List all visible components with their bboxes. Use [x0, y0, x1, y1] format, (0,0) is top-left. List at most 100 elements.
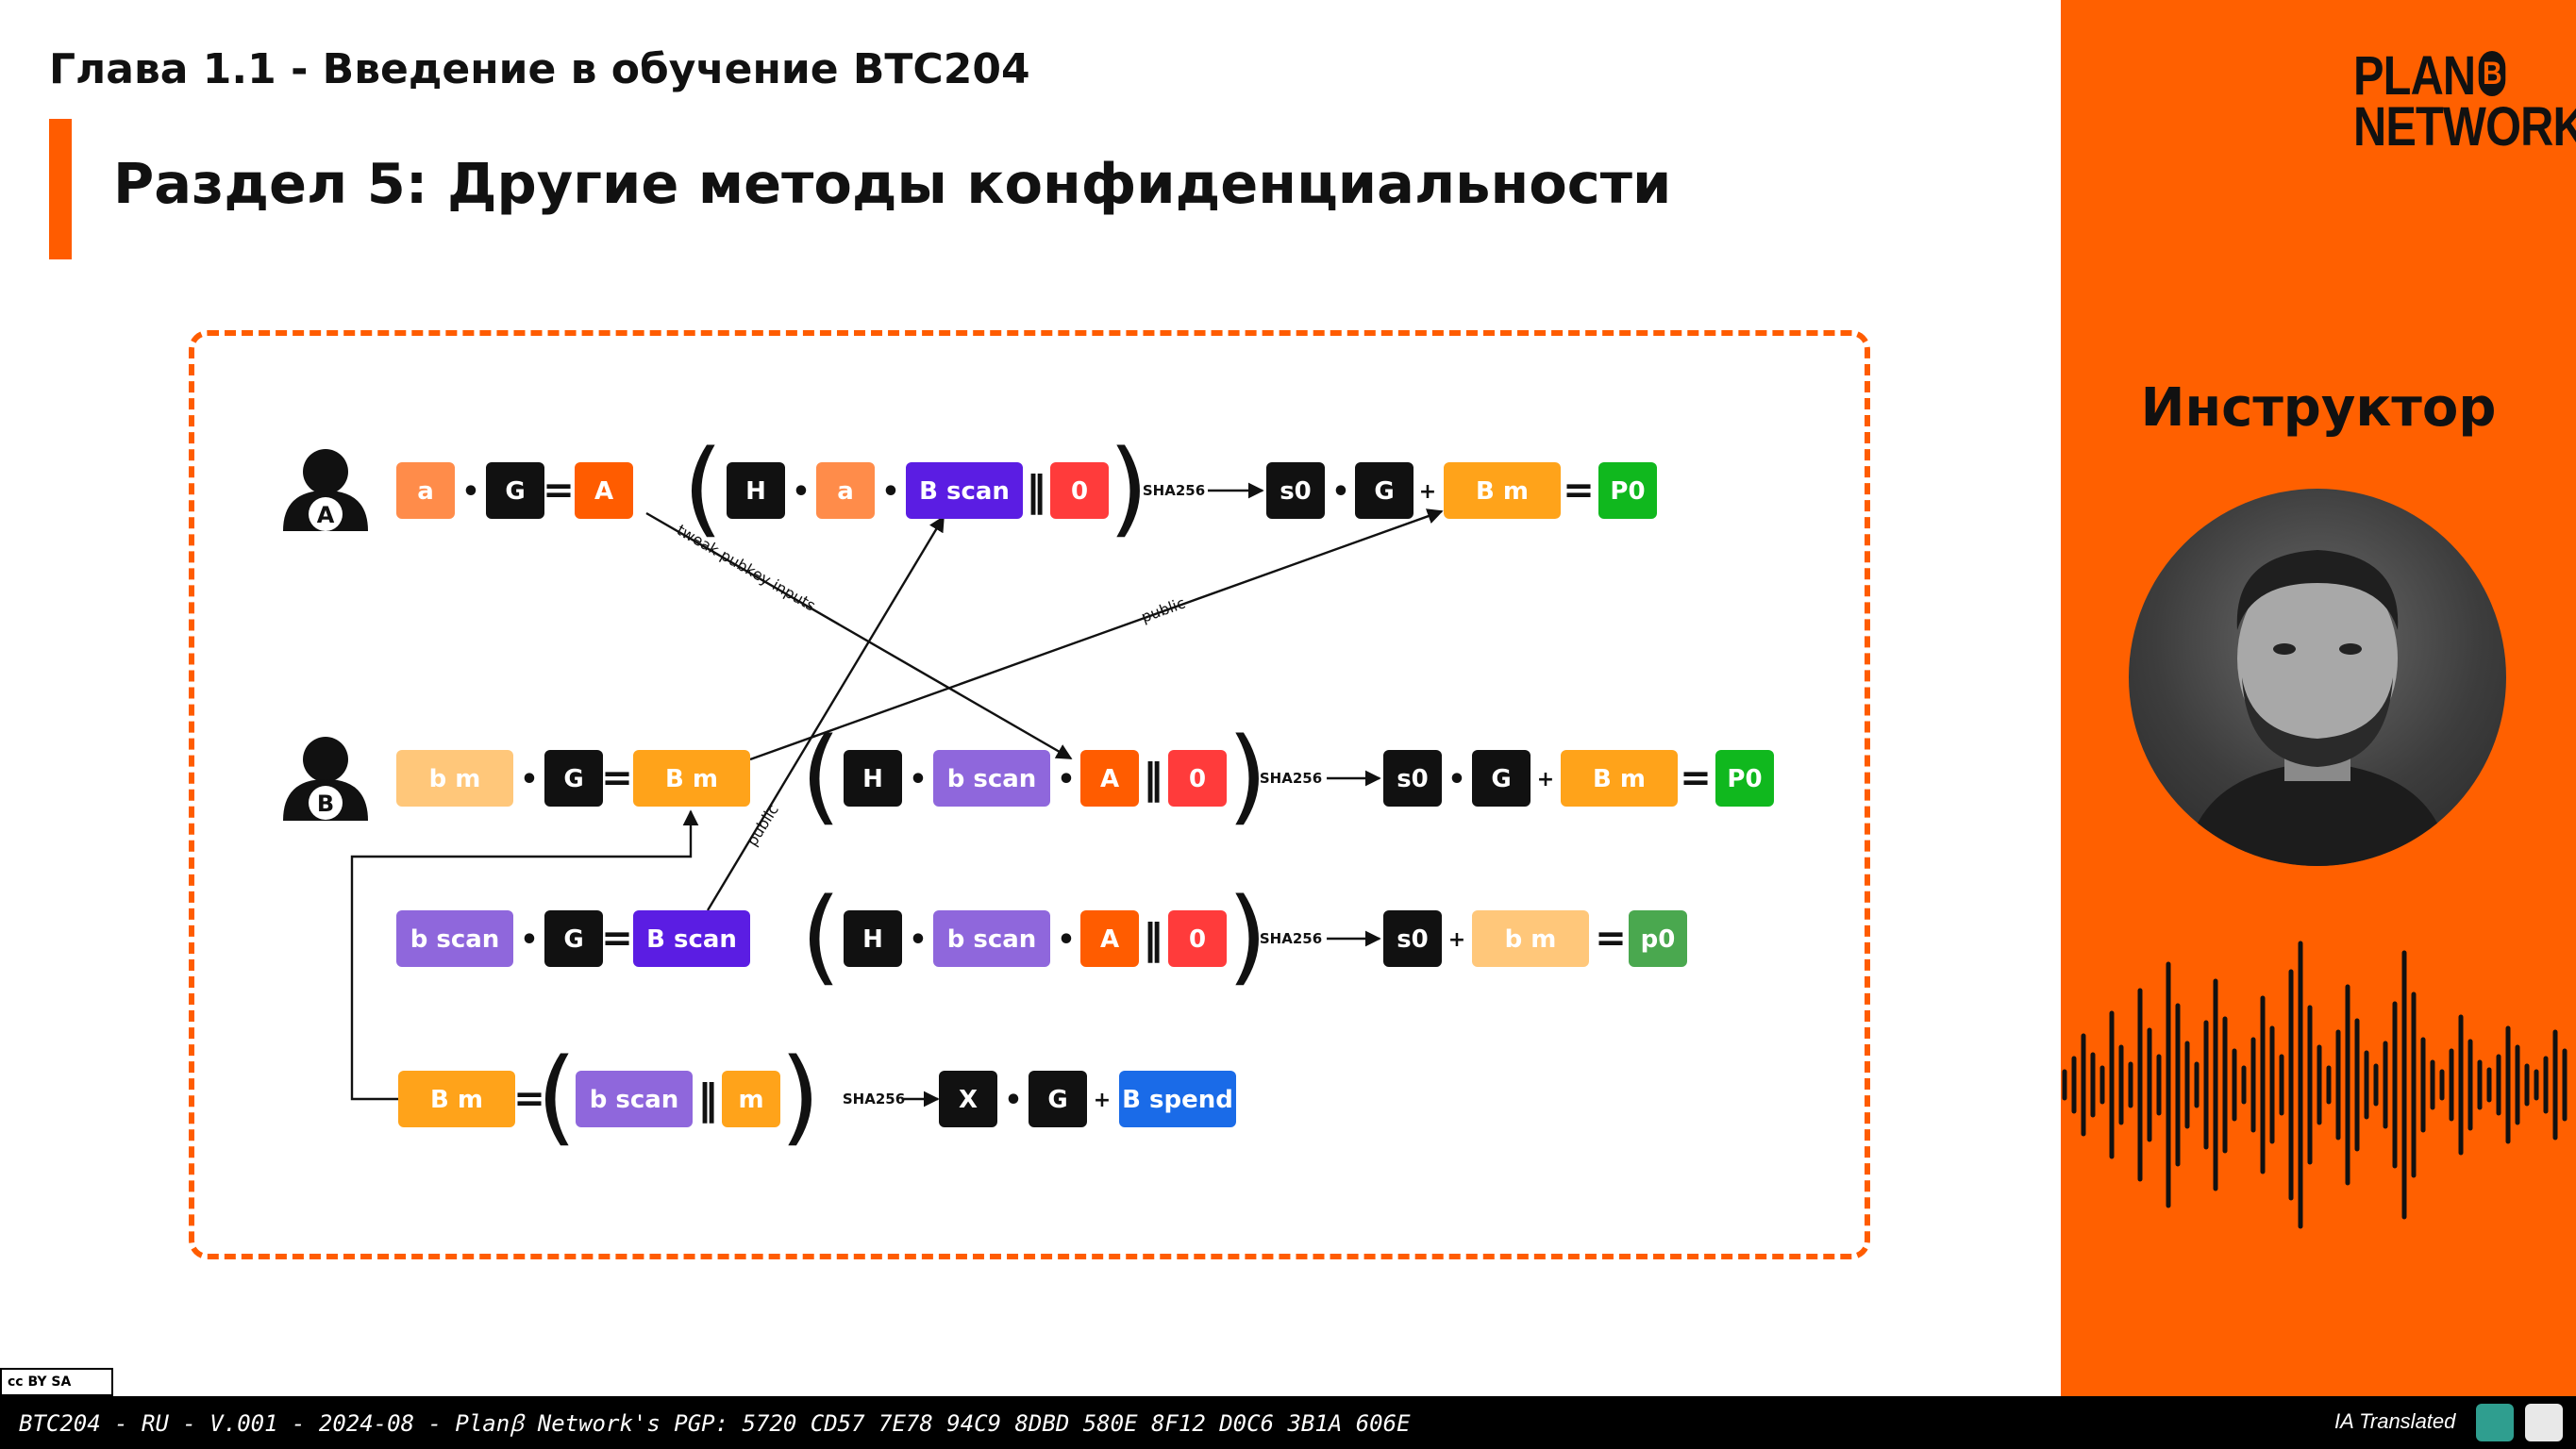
box-G-r3: G: [544, 910, 603, 967]
box-a: a: [396, 462, 455, 519]
svg-text:G: G: [505, 477, 525, 506]
eq-r2-2: =: [1680, 757, 1712, 800]
public-label-1: public: [1139, 593, 1188, 625]
partner-logo-icon: [2525, 1404, 2563, 1441]
svg-text:G: G: [563, 925, 583, 954]
svg-text:X: X: [959, 1086, 978, 1114]
svg-text:A: A: [1100, 925, 1119, 954]
plus-r4: +: [1094, 1089, 1111, 1112]
svg-text:0: 0: [1189, 765, 1206, 793]
svg-text:b scan: b scan: [947, 925, 1037, 954]
box-G2-r2: G: [1472, 750, 1531, 807]
svg-text:m: m: [738, 1086, 763, 1114]
dot-r1-1: •: [461, 475, 479, 508]
eq-r2-1: =: [601, 757, 633, 800]
public-label-2: public: [743, 801, 782, 849]
svg-text:B m: B m: [1593, 765, 1646, 793]
lparen-r3: (: [801, 875, 842, 996]
person-a-icon: A: [283, 449, 368, 531]
svg-text:H: H: [862, 925, 883, 954]
dot-r3-3: •: [1057, 924, 1075, 957]
rparen-r4: ): [780, 1036, 821, 1157]
svg-text:s0: s0: [1397, 925, 1429, 954]
svg-text:B m: B m: [1476, 477, 1529, 506]
bitcoin-b-icon: B: [2478, 51, 2506, 96]
svg-text:b scan: b scan: [590, 1086, 679, 1114]
box-Bspend-r4: B spend: [1119, 1071, 1236, 1127]
dot-r2-4: •: [1447, 763, 1465, 796]
eq-r3-1: =: [601, 917, 633, 960]
box-bscan-r3: b scan: [396, 910, 513, 967]
ai-translator-icon: [2476, 1404, 2514, 1441]
section-title: Раздел 5: Другие методы конфиденциальнос…: [113, 151, 1672, 216]
box-bm-r2: b m: [396, 750, 513, 807]
eq-r1-1: =: [543, 469, 575, 512]
svg-text:p0: p0: [1641, 925, 1676, 954]
eq-r4-1: =: [513, 1077, 545, 1121]
cc-license-badge: cc BY SA: [0, 1368, 113, 1396]
svg-text:B m: B m: [665, 765, 718, 793]
svg-text:s0: s0: [1280, 477, 1312, 506]
ia-translated-label: IA Translated: [2334, 1409, 2456, 1433]
svg-text:a: a: [417, 477, 434, 506]
box-A-r3: A: [1080, 910, 1139, 967]
box-G-r4: G: [1029, 1071, 1087, 1127]
lparen-r1: (: [683, 427, 724, 548]
silent-payments-diagram: tweak pubkey inputs public public SHA256…: [283, 427, 1774, 1157]
svg-text:A: A: [317, 502, 335, 528]
box-0-r1: 0: [1050, 462, 1109, 519]
svg-text:b scan: b scan: [947, 765, 1037, 793]
svg-text:H: H: [745, 477, 766, 506]
box-s0-r2: s0: [1383, 750, 1442, 807]
dot-r1-4: •: [1331, 475, 1349, 508]
svg-text:B spend: B spend: [1122, 1086, 1233, 1114]
sha-label-row2: SHA256: [1260, 770, 1322, 787]
sha-label-row1: SHA256: [1143, 482, 1205, 499]
box-Bm2-r2: B m: [1561, 750, 1678, 807]
svg-text:P0: P0: [1727, 765, 1762, 793]
dot-r2-1: •: [520, 763, 538, 796]
sha-label-row4: SHA256: [843, 1091, 905, 1108]
box-bscan2-r3: b scan: [933, 910, 1050, 967]
box-Bscan-r3: B scan: [633, 910, 750, 967]
box-A-r1: A: [575, 462, 633, 519]
rparen-r2: ): [1228, 715, 1268, 836]
box-G-r2: G: [544, 750, 603, 807]
box-G-r1: G: [486, 462, 544, 519]
box-G2-r1: G: [1355, 462, 1413, 519]
box-a2-r1: a: [816, 462, 875, 519]
footer-bar: [0, 1396, 2576, 1449]
box-bscan-r4: b scan: [576, 1071, 693, 1127]
svg-text:G: G: [1491, 765, 1511, 793]
box-X-r4: X: [939, 1071, 997, 1127]
box-H-r2: H: [844, 750, 902, 807]
person-b-icon: B: [283, 737, 368, 821]
svg-text:b m: b m: [1505, 925, 1557, 954]
bscan-public-arrow: [706, 515, 945, 911]
box-p0-r3: p0: [1629, 910, 1687, 967]
svg-text:H: H: [862, 765, 883, 793]
box-Bm-r4: B m: [398, 1071, 515, 1127]
box-bscan-r2: b scan: [933, 750, 1050, 807]
concat-r1: ‖: [1026, 467, 1046, 515]
sha-label-row3: SHA256: [1260, 930, 1322, 947]
svg-text:G: G: [1374, 477, 1394, 506]
bm-feedback-arrow: [350, 809, 699, 1101]
bm-public-arrow: [749, 508, 1444, 761]
svg-text:G: G: [563, 765, 583, 793]
svg-text:B scan: B scan: [646, 925, 737, 954]
svg-text:G: G: [1047, 1086, 1067, 1114]
box-0-r2: 0: [1168, 750, 1227, 807]
dot-r2-2: •: [909, 763, 927, 796]
rparen-r3: ): [1228, 875, 1268, 996]
concat-r2: ‖: [1143, 755, 1163, 803]
dot-r4-1: •: [1004, 1084, 1022, 1117]
box-Bm-r1: B m: [1444, 462, 1561, 519]
box-H-r3: H: [844, 910, 902, 967]
dot-r3-2: •: [909, 924, 927, 957]
svg-text:A: A: [1100, 765, 1119, 793]
concat-r3: ‖: [1143, 915, 1163, 963]
dot-r3-1: •: [520, 924, 538, 957]
dot-r1-2: •: [792, 475, 810, 508]
